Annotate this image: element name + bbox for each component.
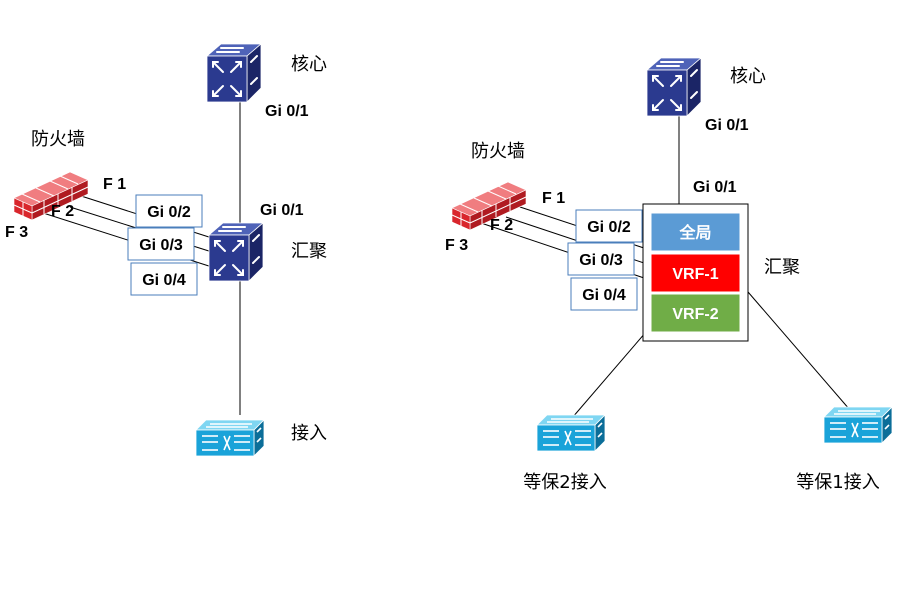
port-box-gi03-left bbox=[127, 227, 195, 261]
agg-port-gi02-right: Gi 0/2 bbox=[587, 219, 631, 236]
port-box-gi03-right bbox=[567, 242, 635, 276]
agg-port-gi03-left: Gi 0/3 bbox=[139, 237, 183, 254]
port-box-gi02-right bbox=[575, 209, 643, 243]
core-port-right: Gi 0/1 bbox=[705, 117, 749, 134]
agg-port-gi03-right: Gi 0/3 bbox=[579, 252, 623, 269]
vrf-1-label: VRF-1 bbox=[672, 266, 718, 283]
aggregation-label-right: 汇聚 bbox=[764, 257, 800, 278]
aggregation-label-left: 汇聚 bbox=[291, 241, 327, 262]
access-switch-icon-level1 bbox=[823, 406, 893, 444]
vrf-1-block bbox=[650, 253, 741, 293]
fw-port-f2-left: F 2 bbox=[51, 203, 74, 220]
core-switch-icon-left bbox=[206, 43, 262, 103]
access-level2-label: 等保2接入 bbox=[523, 472, 606, 493]
agg-uplink-port-right: Gi 0/1 bbox=[693, 179, 737, 196]
agg-port-gi04-right: Gi 0/4 bbox=[582, 287, 626, 304]
link-vrf2-access-right bbox=[571, 324, 653, 419]
access-switch-icon-level2 bbox=[536, 414, 606, 452]
firewall-icon-right bbox=[451, 181, 527, 231]
core-port-left: Gi 0/1 bbox=[265, 103, 309, 120]
core-label-left: 核心 bbox=[291, 54, 327, 75]
access-label-left: 接入 bbox=[291, 423, 327, 444]
link-vrf1-access-right bbox=[741, 284, 851, 411]
agg-port-gi02-left: Gi 0/2 bbox=[147, 204, 191, 221]
port-box-gi04-right bbox=[570, 277, 638, 311]
firewall-label-right: 防火墙 bbox=[471, 141, 525, 162]
fw-port-f3-right: F 3 bbox=[445, 237, 468, 254]
right-topology: 核心 Gi 0/1 防火墙 F 1 F 2 F 3 Gi 0/1 汇聚 Gi 0… bbox=[445, 57, 893, 493]
fw-port-f2-right: F 2 bbox=[490, 217, 513, 234]
agg-port-gi04-left: Gi 0/4 bbox=[142, 272, 186, 289]
port-box-gi04-left bbox=[130, 262, 198, 296]
vrf-2-block bbox=[650, 293, 741, 333]
vrf-global-label: 全局 bbox=[678, 223, 711, 242]
vrf-2-label: VRF-2 bbox=[672, 306, 718, 323]
firewall-label-left: 防火墙 bbox=[31, 129, 85, 150]
agg-uplink-port-left: Gi 0/1 bbox=[260, 202, 304, 219]
fw-port-f1-left: F 1 bbox=[103, 176, 126, 193]
core-label-right: 核心 bbox=[730, 66, 766, 87]
fw-port-f1-right: F 1 bbox=[542, 190, 565, 207]
core-switch-icon-right bbox=[646, 57, 702, 117]
vrf-global-block bbox=[650, 212, 741, 252]
left-topology: 核心 Gi 0/1 防火墙 F 1 F 2 F 3 Gi 0/1 汇聚 接入 G… bbox=[5, 43, 327, 457]
access-level1-label: 等保1接入 bbox=[796, 472, 879, 493]
port-box-gi02-left bbox=[135, 194, 203, 228]
access-switch-icon-left bbox=[195, 419, 265, 457]
aggregation-switch-icon-left bbox=[208, 222, 264, 282]
fw-port-f3-left: F 3 bbox=[5, 224, 28, 241]
